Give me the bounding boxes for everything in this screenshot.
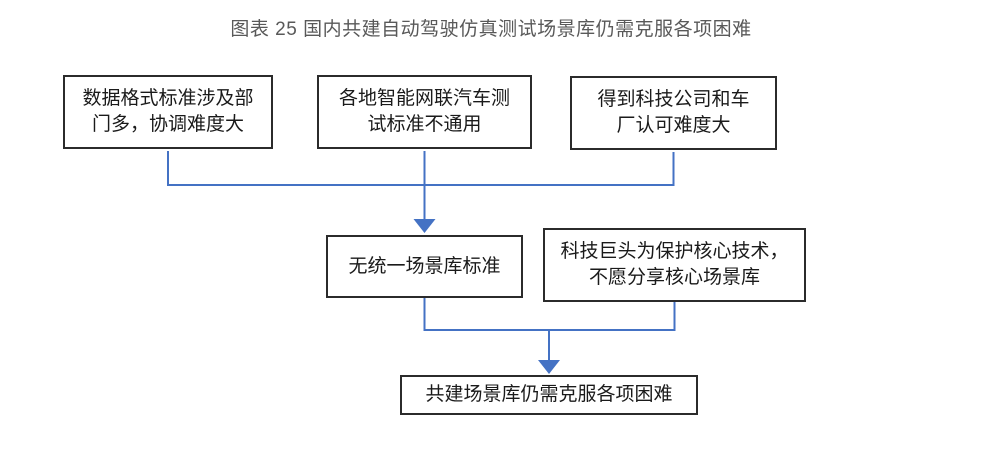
box-cause-company-recognition: 得到科技公司和车 厂认可难度大 bbox=[570, 76, 777, 150]
top-arrowhead-icon bbox=[413, 219, 436, 233]
top-bus-line bbox=[167, 151, 675, 186]
box-no-unified-scenario-standard: 无统一场景库标准 bbox=[326, 235, 523, 298]
bottom-arrowhead-icon bbox=[538, 360, 560, 374]
box-cause-regional-test-standards: 各地智能网联汽车测 试标准不通用 bbox=[317, 75, 532, 149]
box-cause-data-format-standard: 数据格式标准涉及部 门多，协调难度大 bbox=[63, 75, 273, 149]
bottom-bus-line bbox=[423, 298, 676, 331]
box-tech-giants-protect-core-tech: 科技巨头为保护核心技术， 不愿分享核心场景库 bbox=[543, 228, 806, 302]
figure-title: 图表 25 国内共建自动驾驶仿真测试场景库仍需克服各项困难 bbox=[230, 19, 752, 40]
box-result-co-build-difficulties: 共建场景库仍需克服各项困难 bbox=[400, 375, 698, 415]
